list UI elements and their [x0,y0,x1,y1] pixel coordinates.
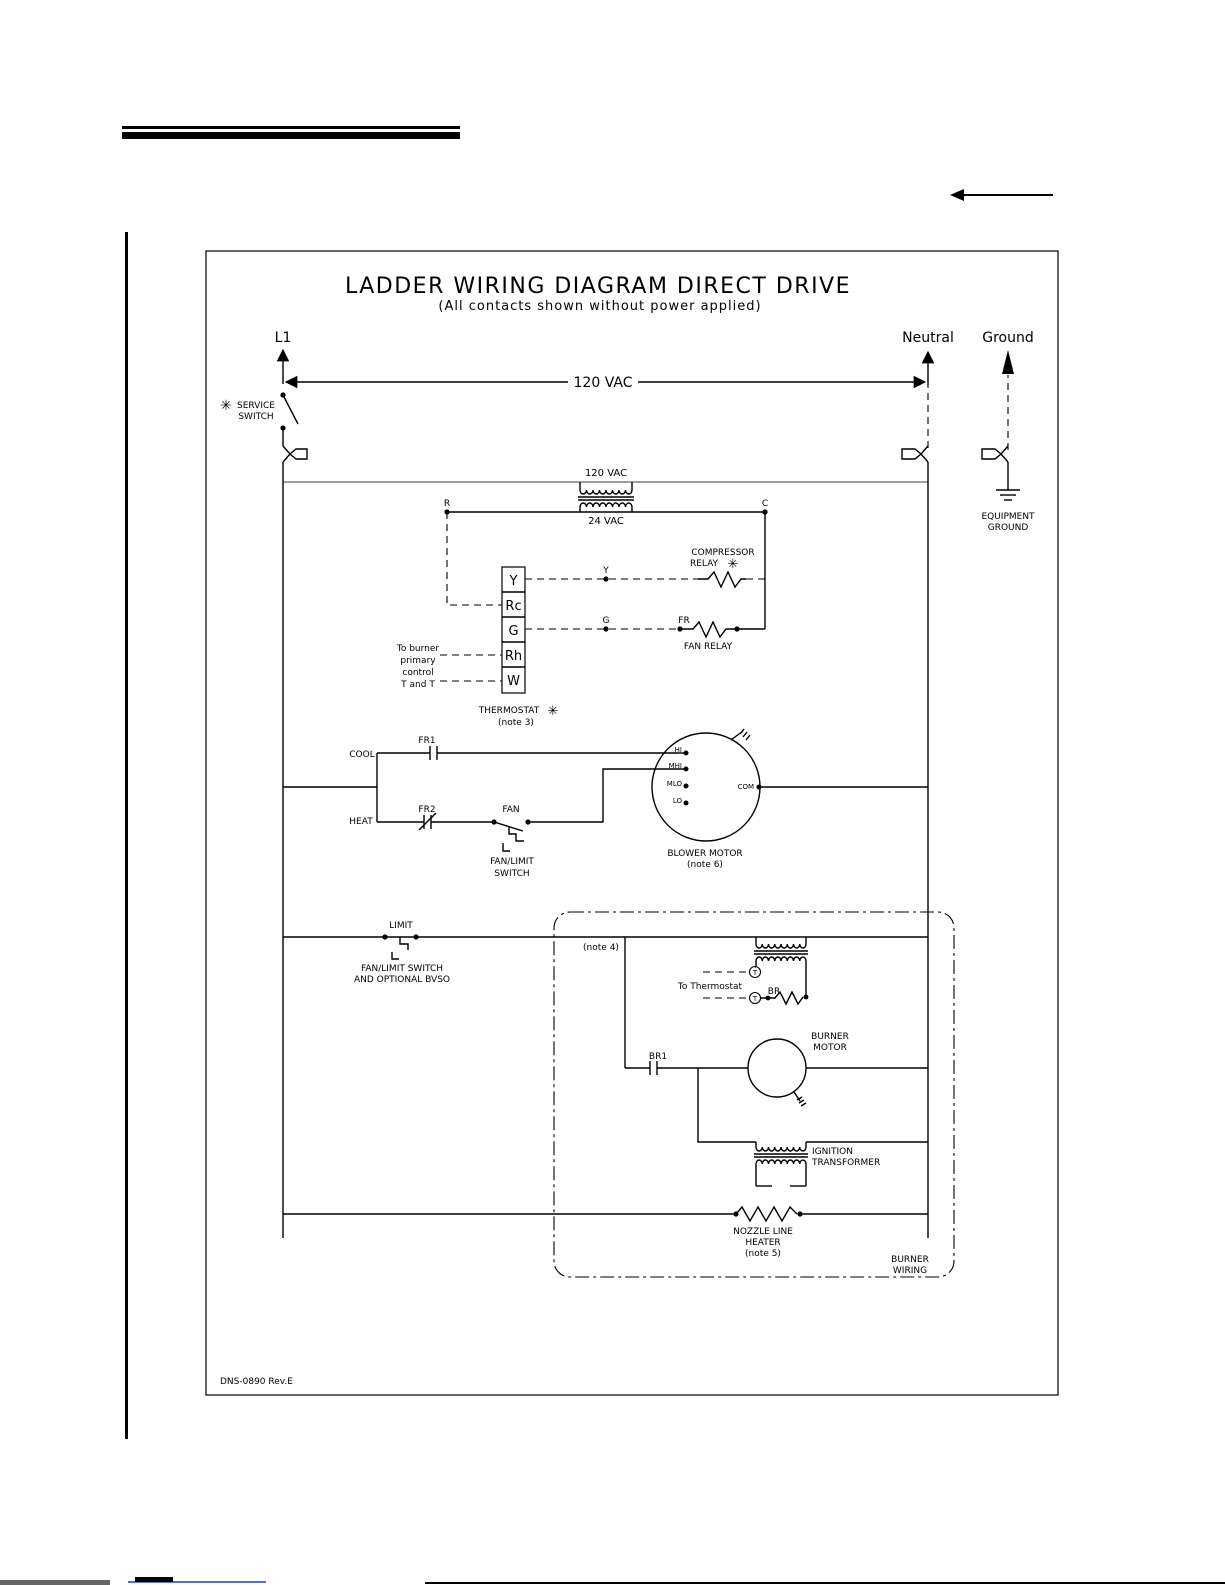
fan-limit-switch-label-2: SWITCH [494,869,529,879]
compressor-relay-coil [698,570,746,589]
primary-control-transformer [754,937,808,997]
connector-ground [981,445,1009,490]
note4-label: (note 4) [583,943,619,953]
nozzle-heater-label: NOZZLE LINE [733,1227,793,1237]
thermostat-terminal-w: W [507,674,520,689]
fan-relay-label: FAN RELAY [684,642,733,652]
service-switch-asterisk: ✳ [220,398,232,414]
motor-tap-mhi: MHI [669,762,682,770]
thermostat-terminal-g: G [508,624,518,639]
br1-label: BR1 [649,1052,667,1062]
fan-relay-coil [680,620,737,639]
footer-fragments [0,1577,1225,1585]
diagram-title: LADDER WIRING DIAGRAM DIRECT DRIVE [345,274,851,299]
to-thermostat-label: To Thermostat [677,982,743,992]
wire-g-label: G [603,616,610,626]
transformer-secondary-label: 24 VAC [588,516,624,527]
thermostat-terminal-rc: Rc [505,599,521,614]
to-burner-label: To burner [396,644,440,654]
fr2-label: FR2 [418,805,435,815]
thermostat-asterisk: ✳ [548,704,559,719]
equipment-ground-label-2: GROUND [988,523,1029,533]
l1-label: L1 [275,330,292,346]
wire-y-label: Y [602,566,609,576]
equipment-ground-label: EQUIPMENT [981,512,1035,522]
limit-switch [382,934,419,960]
motor-com-label: COM [738,783,754,791]
to-burner-label-2: primary [400,656,436,666]
t-terminal-2 [748,991,762,1005]
fan-limit-bvso-label: FAN/LIMIT SWITCH [361,964,443,974]
ignition-transformer [754,1141,928,1187]
ground-label: Ground [982,330,1034,346]
burner-wiring-boundary [553,911,955,1278]
nozzle-heater-note: (note 5) [745,1249,781,1259]
thermostat-terminal-y: Y [509,574,518,589]
transformer-primary-label: 120 VAC [585,468,627,479]
ignition-transformer-label-2: TRANSFORMER [811,1158,880,1168]
header-rule [122,126,460,139]
connector-l1 [282,445,308,463]
br-label: BR [768,987,780,997]
service-switch-label: SERVICE [237,401,275,411]
thermostat-note: (note 3) [498,718,534,728]
to-burner-label-3: control [402,668,433,678]
connector-neutral [901,445,929,463]
fan-relay-fr-label: FR [678,616,689,626]
motor-tap-mlo: MLO [667,780,683,788]
terminal-c-label: C [762,499,768,509]
terminal-r-label: R [444,499,450,509]
drawing-number: DNS-0890 Rev.E [220,1377,293,1387]
compressor-relay-label: COMPRESSOR [691,548,754,558]
supply-voltage-label: 120 VAC [574,375,633,391]
motor-tap-lo: LO [673,797,683,805]
fan-limit-switch-label: FAN/LIMIT [490,857,534,867]
service-switch-label-2: SWITCH [238,412,273,422]
fan-switch [491,819,531,852]
t-terminal-1-label: T [752,969,758,977]
thermostat-terminal-block [501,566,526,694]
blower-motor-label: BLOWER MOTOR [667,849,742,859]
thermostat-label: THERMOSTAT [478,706,540,716]
nozzle-heater-label-2: HEATER [745,1238,780,1248]
burner-wiring-label-2: WIRING [893,1266,927,1276]
compressor-relay-label-2: RELAY [690,559,719,569]
t-terminal-2-label: T [752,995,758,1003]
fr1-label: FR1 [418,736,435,746]
control-transformer [578,482,634,512]
burner-motor-label: BURNER [811,1032,849,1042]
motor-tap-hi: HI [675,746,682,754]
neutral-label: Neutral [902,330,954,346]
fan-limit-bvso-label-2: AND OPTIONAL BVSO [354,975,450,985]
thermostat-terminal-rh: Rh [505,649,522,664]
diagram-frame [205,250,1059,1396]
fan-label: FAN [502,805,519,815]
compressor-relay-asterisk: ✳ [728,557,739,572]
cool-label: COOL [349,750,374,760]
diagram-subtitle: (All contacts shown without power applie… [438,299,761,314]
heat-label: HEAT [349,817,373,827]
to-burner-label-4: T and T [400,680,435,690]
limit-label: LIMIT [389,921,413,931]
ground-icon [996,489,1020,501]
burner-motor [747,1038,807,1107]
blower-motor-note: (note 6) [687,860,723,870]
service-switch [280,392,299,446]
pointer-arrow-icon [950,189,1053,201]
left-margin-bar [125,232,128,1439]
nozzle-line-heater [733,1205,803,1223]
ignition-transformer-label: IGNITION [812,1147,853,1157]
burner-relay-coil [761,990,809,1006]
burner-motor-label-2: MOTOR [813,1043,847,1053]
burner-wiring-label: BURNER [891,1255,929,1265]
